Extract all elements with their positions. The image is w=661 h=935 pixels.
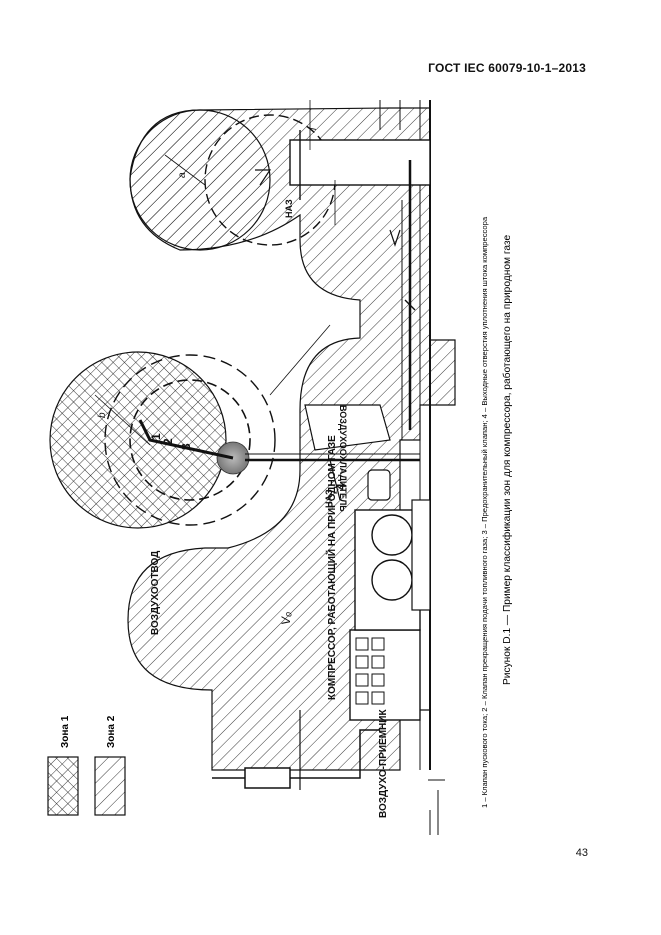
legend-zone-1-swatch <box>47 756 79 816</box>
document-standard-header: ГОСТ IEC 60079-10-1–2013 <box>428 61 586 75</box>
vent-pipe <box>138 419 420 501</box>
legend-zone-2-label: Зона 2 <box>106 715 117 748</box>
label-4: 4 <box>334 483 348 490</box>
label-air-outlet: ВОЗДУХООТВОД <box>150 551 161 635</box>
label-air-intake: ВОЗДУХО-ПРИЕМНИК <box>378 709 389 818</box>
label-cooler: ВОЗДУХООХЛАДИТЕЛЬ <box>338 405 348 512</box>
legend-zone-2-swatch <box>94 756 126 816</box>
label-naz-upper: НАЗ <box>284 199 294 218</box>
figure-notes: 1 – Клапан пускового тока; 2 – Клапан пр… <box>480 216 489 808</box>
upper-piping <box>255 100 431 440</box>
air-intake-duct <box>212 729 380 789</box>
zone-2-round-lobe-upper <box>129 109 271 251</box>
page-number: 43 <box>575 847 588 859</box>
label-3: 3 <box>179 443 193 450</box>
figure-caption: Рисунок D.1 — Пример классификации зон д… <box>501 235 513 685</box>
legend: Зона 1 Зона 2 <box>47 715 126 816</box>
zone-1-circle <box>49 351 276 529</box>
label-l: l <box>308 127 319 130</box>
dimension-lines <box>94 100 336 446</box>
legend-zone-1-label: Зона 1 <box>60 715 71 748</box>
compressor-unit <box>349 469 431 721</box>
label-2: 2 <box>161 438 175 445</box>
label-a: a <box>177 172 188 178</box>
label-v0: V₀ <box>279 612 293 625</box>
label-b: b <box>97 412 108 418</box>
label-compressor: КОМПРЕССОР, РАБОТАЮЩИЙ НА ПРИРОДНОМ ГАЗЕ <box>325 435 338 700</box>
label-naz-lower: НАЗ <box>324 489 334 508</box>
label-1: 1 <box>149 433 163 440</box>
figure-labels: ВОЗДУХО-ПРИЕМНИК ВОЗДУХООТВОД КОМПРЕССОР… <box>97 127 389 818</box>
air-cooler <box>304 404 391 451</box>
